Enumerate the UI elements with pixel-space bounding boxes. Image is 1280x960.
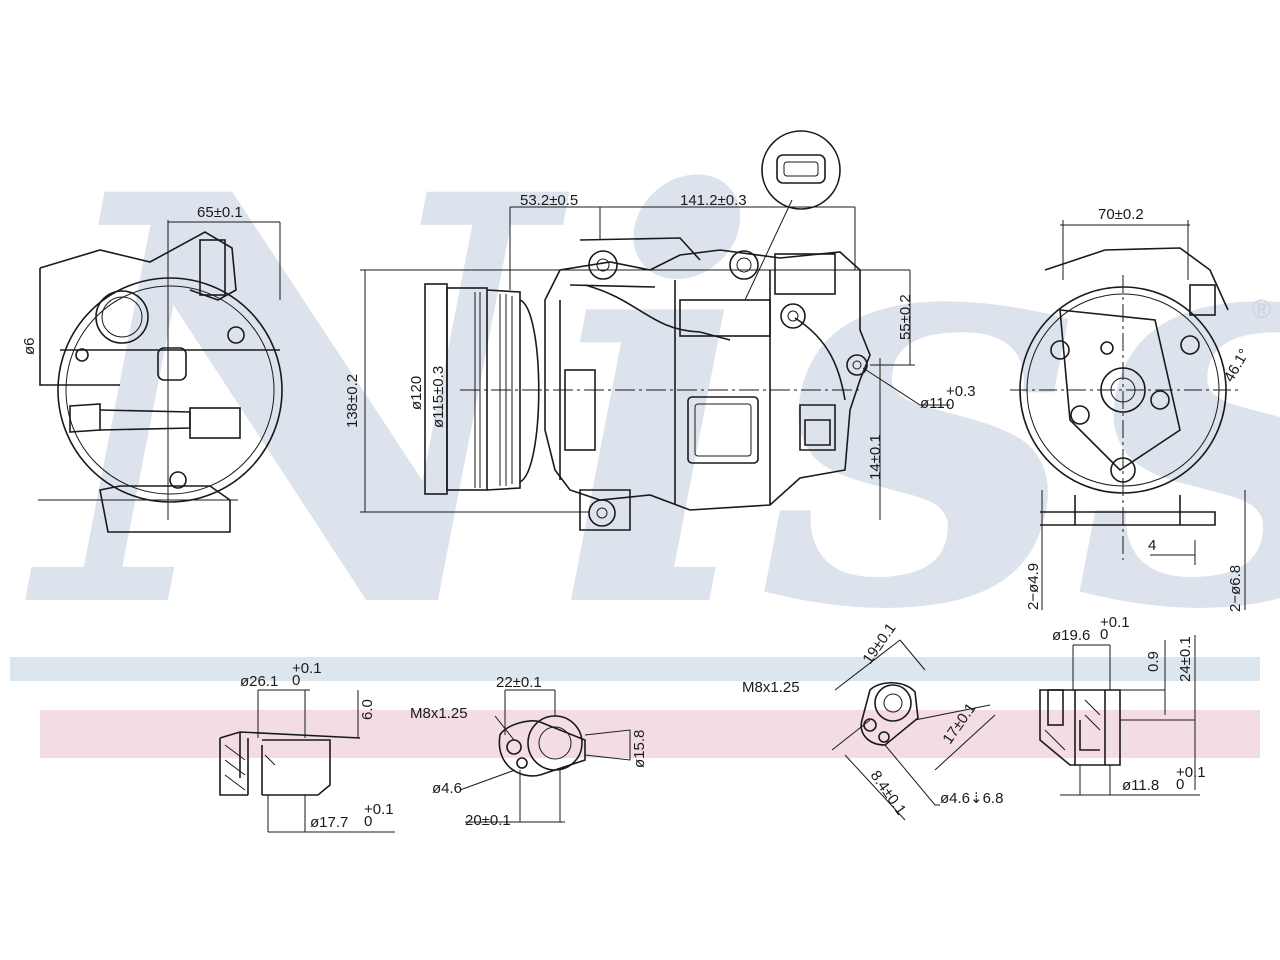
d4-top-up: +0.1 <box>1100 614 1130 631</box>
blue-band <box>10 657 1260 681</box>
right-holes: 2−ø6.8 <box>1227 565 1244 612</box>
top-offset: 55±0.2 <box>897 294 914 340</box>
d2-dist: 20±0.1 <box>465 812 511 829</box>
d3-low: 8.4±0.1 <box>867 768 910 819</box>
d4-bot-dn: 0 <box>1176 776 1184 793</box>
low-offset: 14±0.1 <box>867 434 884 480</box>
right-width: 70±0.2 <box>1098 206 1144 223</box>
left-width-label: 65±0.1 <box>197 204 243 221</box>
d3-hole: ø4.6⇣6.8 <box>940 790 1003 807</box>
nissens-watermark: Nissens <box>23 75 1280 733</box>
d1-top-up: +0.1 <box>292 660 322 677</box>
d1-bot-dn: 0 <box>364 813 372 830</box>
d4-top-dn: 0 <box>1100 626 1108 643</box>
hole-dia: ø11 <box>920 395 945 412</box>
registered-mark: ® <box>1252 294 1271 324</box>
hole-tol-dn: 0 <box>946 396 954 413</box>
pulley-inner: ø115±0.3 <box>430 366 447 428</box>
d2-pitch: ø4.6 <box>432 780 462 797</box>
pink-band <box>40 710 1260 758</box>
d2-dia: ø15.8 <box>631 730 648 768</box>
d1-bot-up: +0.1 <box>364 801 394 818</box>
left-side-view: 65±0.1 ø6 <box>21 204 283 533</box>
d2-thread: M8x1.25 <box>410 705 468 722</box>
d1-top-dn: 0 <box>292 672 300 689</box>
d3-thread: M8x1.25 <box>742 679 800 696</box>
hole-tol-up: +0.3 <box>946 383 976 400</box>
d4-bot-up: +0.1 <box>1176 764 1206 781</box>
d4-dia-top: ø19.6 <box>1052 627 1090 644</box>
front-dim-b: 141.2±0.3 <box>680 192 747 209</box>
front-dim-a: 53.2±0.5 <box>520 192 578 209</box>
d4-dia-bot: ø11.8 <box>1122 777 1159 794</box>
left-dia-label: ø6 <box>21 337 38 355</box>
left-holes: 2−ø4.9 <box>1025 563 1042 610</box>
pulley-dia: ø120 <box>408 376 425 410</box>
d1-dia-top: ø26.1 <box>240 673 278 690</box>
detail-4: ø19.6 +0.1 0 0.9 24±0.1 ø11.8 +0.1 0 <box>1039 614 1206 796</box>
d1-depth: 6.0 <box>359 699 376 720</box>
d4-height: 24±0.1 <box>1177 636 1194 682</box>
d2-w: 22±0.1 <box>496 674 542 691</box>
front-height: 138±0.2 <box>344 374 361 428</box>
detail-2: 22±0.1 M8x1.25 ø4.6 20±0.1 ø15.8 <box>410 674 648 829</box>
front-view: 53.2±0.5 141.2±0.3 138±0.2 ø120 ø115±0.3… <box>344 130 976 531</box>
detail-1: ø26.1 +0.1 0 6.0 ø17.7 +0.1 0 <box>219 660 395 833</box>
d1-dia-bot: ø17.7 <box>310 814 348 831</box>
d4-depth: 0.9 <box>1145 651 1162 672</box>
right-small: 4 <box>1148 537 1156 554</box>
